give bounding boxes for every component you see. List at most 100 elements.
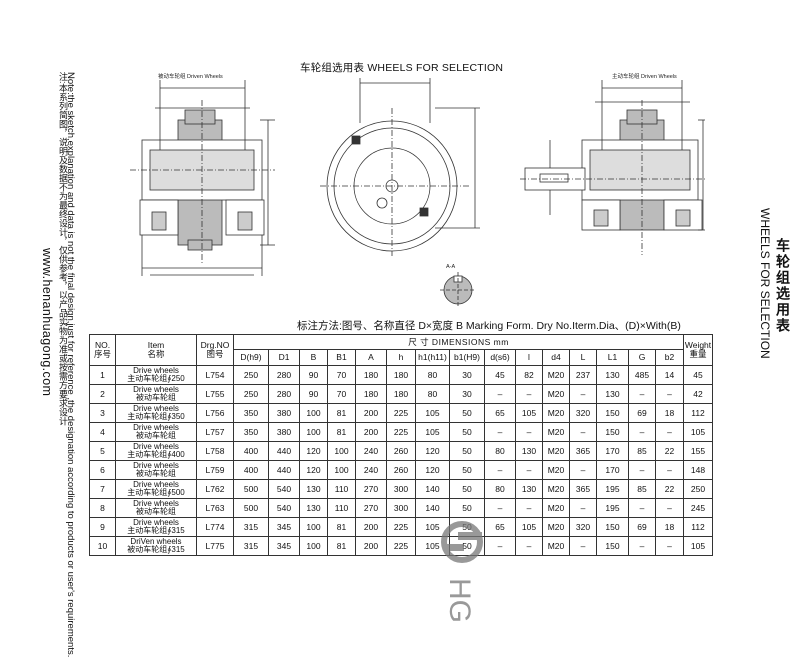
row-cell: –	[628, 422, 656, 442]
row-cell: 50	[449, 479, 485, 499]
row-cell: 180	[355, 365, 387, 385]
row-cell: 120	[299, 441, 328, 461]
row-cell: 50	[449, 403, 485, 423]
row-no: 1	[89, 365, 116, 385]
row-item-cn: 主动车轮组∮350	[127, 412, 185, 421]
row-drg: L758	[196, 441, 234, 461]
row-drg: L762	[196, 479, 234, 499]
row-cell: 81	[327, 517, 356, 537]
row-cell: 195	[596, 498, 629, 518]
row-cell: 81	[327, 422, 356, 442]
row-cell: 85	[628, 441, 656, 461]
row-cell: 85	[628, 479, 656, 499]
row-item-cn: 被动车轮组	[136, 507, 176, 516]
row-cell: 150	[596, 517, 629, 537]
row-cell: 100	[327, 460, 356, 480]
side-title-chinese: 车轮组选用表	[775, 238, 791, 334]
row-cell: M20	[542, 365, 570, 385]
row-cell: –	[655, 498, 684, 518]
row-cell: 225	[386, 517, 416, 537]
header-dimensions: 尺 寸 DIMENSIONS mm	[233, 334, 684, 350]
row-weight: 42	[683, 384, 713, 404]
row-cell: 400	[233, 460, 269, 480]
row-item-en: Drive wheels	[133, 403, 179, 413]
row-cell: 350	[233, 403, 269, 423]
row-cell: 250	[233, 384, 269, 404]
row-cell: –	[515, 498, 543, 518]
header-no-cn: 序号	[93, 349, 111, 359]
row-cell: 180	[386, 365, 416, 385]
row-cell: 240	[355, 441, 387, 461]
row-cell: 225	[386, 403, 416, 423]
row-cell: M20	[542, 498, 570, 518]
row-cell: –	[515, 536, 543, 556]
row-cell: 240	[355, 460, 387, 480]
row-cell: 90	[299, 365, 328, 385]
column-header: b1(H9)	[449, 349, 485, 366]
row-cell: 50	[449, 441, 485, 461]
row-no: 3	[89, 403, 116, 423]
column-header: L	[569, 349, 597, 366]
row-cell: –	[484, 422, 516, 442]
row-cell: 140	[415, 498, 450, 518]
row-cell: 350	[233, 422, 269, 442]
row-item-en: Drive wheels	[133, 479, 179, 489]
row-cell: 200	[355, 536, 387, 556]
row-cell: 270	[355, 498, 387, 518]
row-cell: –	[484, 498, 516, 518]
row-cell: 315	[233, 536, 269, 556]
row-cell: 140	[415, 479, 450, 499]
row-item-cn: 主动车轮组∮250	[127, 374, 185, 383]
row-cell: 150	[596, 536, 629, 556]
row-cell: 30	[449, 365, 485, 385]
row-cell: 69	[628, 403, 656, 423]
row-weight: 105	[683, 536, 713, 556]
row-weight: 155	[683, 441, 713, 461]
hg-logo-watermark: HG	[441, 521, 483, 623]
row-weight: 250	[683, 479, 713, 499]
row-cell: –	[484, 460, 516, 480]
column-header: h	[386, 349, 416, 366]
row-cell: 270	[355, 479, 387, 499]
column-header: b2	[655, 349, 684, 366]
header-drg-cn: 图号	[206, 349, 224, 359]
row-item-en: Drive wheels	[133, 384, 179, 394]
row-cell: 120	[415, 441, 450, 461]
header-item-cn: 名称	[147, 349, 165, 359]
row-cell: 225	[386, 536, 416, 556]
row-cell: 250	[233, 365, 269, 385]
row-weight: 245	[683, 498, 713, 518]
row-cell: 485	[628, 365, 656, 385]
row-cell: M20	[542, 460, 570, 480]
header-item-en: Item	[147, 340, 165, 350]
row-cell: –	[628, 498, 656, 518]
row-cell: 50	[449, 422, 485, 442]
row-cell: 69	[628, 517, 656, 537]
row-cell: 100	[299, 422, 328, 442]
row-cell: 130	[515, 479, 543, 499]
row-cell: 260	[386, 441, 416, 461]
column-header: B1	[327, 349, 356, 366]
row-cell: 110	[327, 479, 356, 499]
row-cell: 170	[596, 441, 629, 461]
row-cell: –	[655, 460, 684, 480]
row-cell: 320	[569, 403, 597, 423]
row-cell: 130	[299, 498, 328, 518]
row-item-cn: 主动车轮组∮315	[127, 526, 185, 535]
row-cell: M20	[542, 403, 570, 423]
header-drg-en: Drg.NO	[200, 340, 230, 350]
row-cell: 80	[484, 441, 516, 461]
right-drawing-label: 主动车轮组 Driven Wheels	[612, 74, 677, 80]
